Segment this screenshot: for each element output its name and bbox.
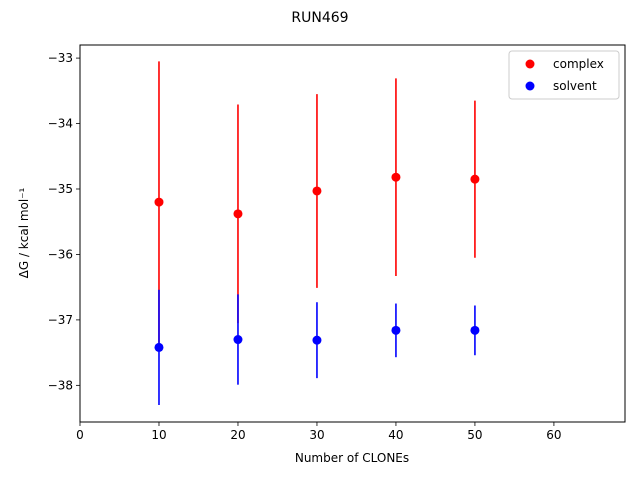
legend-marker-complex	[525, 59, 535, 69]
point-solvent-2	[312, 335, 322, 345]
y-tick-label: −35	[48, 182, 73, 196]
error-bars	[158, 61, 476, 405]
x-tick-label: 50	[467, 428, 482, 442]
y-tick-label: −37	[48, 313, 73, 327]
point-complex-3	[391, 172, 401, 182]
point-complex-0	[154, 197, 164, 207]
point-solvent-1	[233, 335, 243, 345]
point-solvent-0	[154, 342, 164, 352]
y-axis-label: ΔG / kcal mol⁻¹	[17, 187, 31, 278]
point-solvent-3	[391, 325, 401, 335]
point-complex-4	[470, 174, 480, 184]
legend-label-solvent: solvent	[553, 79, 597, 93]
point-complex-1	[233, 209, 243, 219]
point-complex-2	[312, 186, 322, 196]
x-axis-label: Number of CLONEs	[295, 451, 409, 465]
x-tick-label: 0	[76, 428, 84, 442]
point-solvent-4	[470, 325, 480, 335]
x-tick-label: 10	[151, 428, 166, 442]
y-axis-ticks: −33 −34 −35 −36 −37 −38	[48, 51, 80, 392]
x-tick-label: 40	[388, 428, 403, 442]
legend-marker-solvent	[525, 81, 535, 91]
x-tick-label: 30	[309, 428, 324, 442]
x-axis-ticks: 0 10 20 30 40 50 60	[76, 422, 562, 442]
y-tick-label: −34	[48, 117, 73, 131]
x-tick-label: 60	[546, 428, 561, 442]
data-points	[154, 172, 480, 352]
y-tick-label: −36	[48, 247, 73, 261]
plot-area-frame	[79, 44, 626, 423]
chart-title: RUN469	[291, 10, 348, 26]
y-tick-label: −33	[48, 51, 73, 65]
y-tick-label: −38	[48, 378, 73, 392]
legend-label-complex: complex	[553, 57, 604, 71]
x-tick-label: 20	[230, 428, 245, 442]
legend-frame	[508, 50, 620, 100]
legend: complex solvent	[508, 50, 620, 100]
